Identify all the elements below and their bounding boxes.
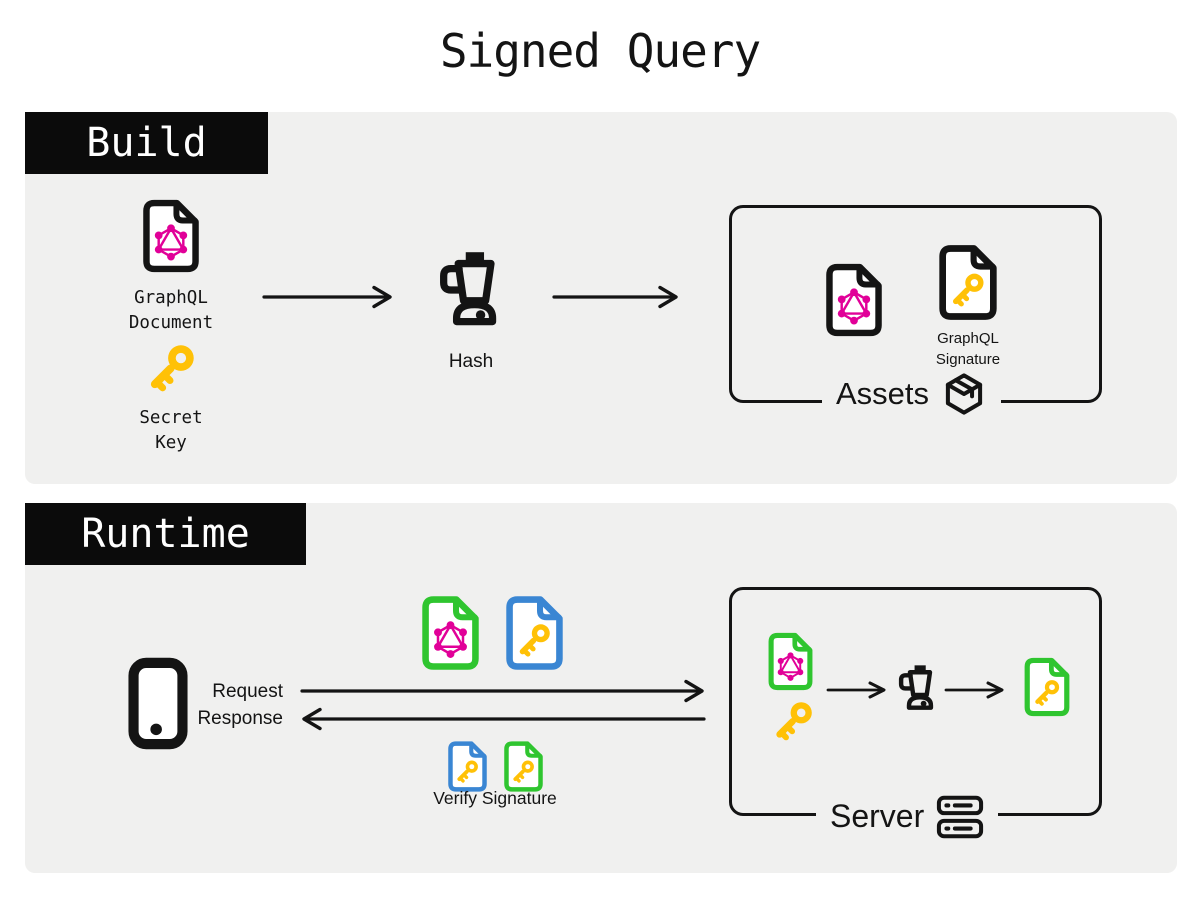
page-title: Signed Query xyxy=(439,24,761,78)
server-label-text: Server xyxy=(830,798,925,834)
assets-graphql-document-icon xyxy=(823,262,885,338)
request-arrow xyxy=(300,679,704,703)
server-secret-key-icon xyxy=(769,697,817,745)
hash-label: Hash xyxy=(448,351,494,372)
graphql-signature-document-icon xyxy=(936,243,1000,322)
server-icon xyxy=(936,795,984,839)
graphql-signature-label: GraphQL Signature xyxy=(935,330,1001,368)
assets-label-text: Assets xyxy=(836,376,930,411)
assets-box-label: Assets xyxy=(822,371,1002,417)
runtime-section-header: Runtime xyxy=(25,503,306,565)
blender-icon xyxy=(432,250,514,332)
graphql-document-label: GraphQL Document xyxy=(128,288,214,333)
response-label: Response xyxy=(197,708,283,729)
verify-green-signature-document-icon xyxy=(502,740,545,793)
secret-key-label: Secret Key xyxy=(139,408,203,453)
request-signature-document-icon xyxy=(503,594,566,672)
response-arrow xyxy=(302,707,706,731)
server-output-signature-document-icon xyxy=(1022,656,1072,718)
request-graphql-document-icon xyxy=(419,594,482,672)
verify-signature-label: Verify Signature xyxy=(433,788,557,808)
secret-key-icon xyxy=(142,339,200,397)
server-arrow-1 xyxy=(826,681,886,699)
graphql-document-icon xyxy=(140,198,202,274)
server-blender-icon xyxy=(894,664,944,714)
build-section-header: Build xyxy=(25,112,268,174)
phone-icon xyxy=(128,657,188,750)
server-graphql-document-icon xyxy=(766,631,815,692)
server-arrow-2 xyxy=(944,681,1004,699)
build-arrow-1 xyxy=(262,285,392,309)
server-box-label: Server xyxy=(816,793,999,840)
request-label: Request xyxy=(212,681,283,702)
package-icon xyxy=(941,371,987,417)
build-arrow-2 xyxy=(552,285,678,309)
verify-blue-signature-document-icon xyxy=(446,740,489,793)
